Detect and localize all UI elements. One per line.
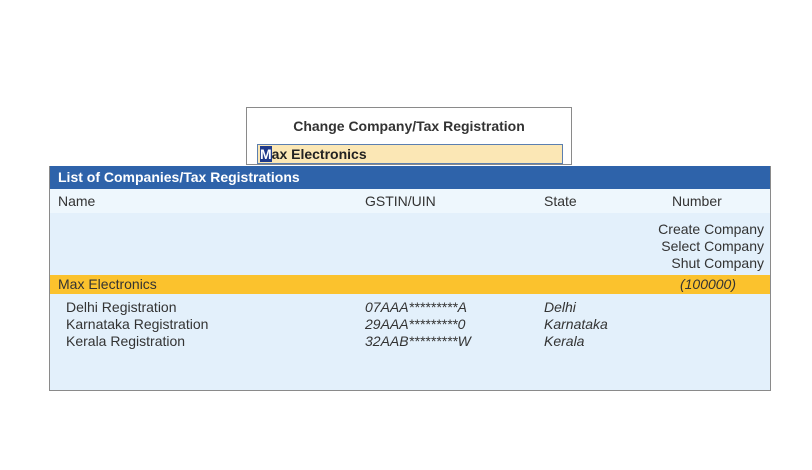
companies-list-panel: List of Companies/Tax Registrations Name… [49, 166, 771, 391]
change-dialog-title: Change Company/Tax Registration [293, 118, 525, 134]
registration-gstin: 29AAA*********0 [365, 316, 466, 332]
create-company-item[interactable]: Create Company [658, 221, 764, 237]
registration-state: Karnataka [544, 316, 608, 332]
column-state: State [544, 193, 577, 209]
company-search-input[interactable]: Max Electronics [257, 144, 563, 164]
column-number: Number [672, 193, 722, 209]
registration-name: Karnataka Registration [66, 316, 209, 332]
registration-gstin: 32AAB*********W [365, 333, 471, 349]
registration-gstin: 07AAA*********A [365, 299, 467, 315]
shut-company-item[interactable]: Shut Company [671, 255, 764, 271]
select-company-item[interactable]: Select Company [661, 238, 764, 254]
registration-name: Delhi Registration [66, 299, 177, 315]
registration-state: Kerala [544, 333, 585, 349]
registration-list: Delhi Registration 07AAA*********A Delhi… [50, 299, 770, 350]
column-name: Name [58, 193, 96, 209]
column-gstin: GSTIN/UIN [365, 193, 436, 209]
company-actions-menu: Create Company Select Company Shut Compa… [658, 221, 764, 272]
company-row-selected[interactable]: Max Electronics (100000) [50, 275, 770, 294]
registration-name: Kerala Registration [66, 333, 186, 349]
column-header-row: Name GSTIN/UIN State Number [50, 189, 770, 213]
company-number: (100000) [679, 276, 736, 292]
text-cursor: M [260, 146, 272, 162]
registration-row[interactable]: Kerala Registration 32AAB*********W Kera… [50, 333, 770, 350]
registration-row[interactable]: Delhi Registration 07AAA*********A Delhi [50, 299, 770, 316]
change-company-dialog: Change Company/Tax Registration Max Elec… [246, 107, 572, 165]
list-title: List of Companies/Tax Registrations [50, 166, 770, 189]
registration-state: Delhi [544, 299, 576, 315]
input-value: ax Electronics [271, 146, 367, 162]
company-name: Max Electronics [58, 276, 157, 292]
registration-row[interactable]: Karnataka Registration 29AAA*********0 K… [50, 316, 770, 333]
